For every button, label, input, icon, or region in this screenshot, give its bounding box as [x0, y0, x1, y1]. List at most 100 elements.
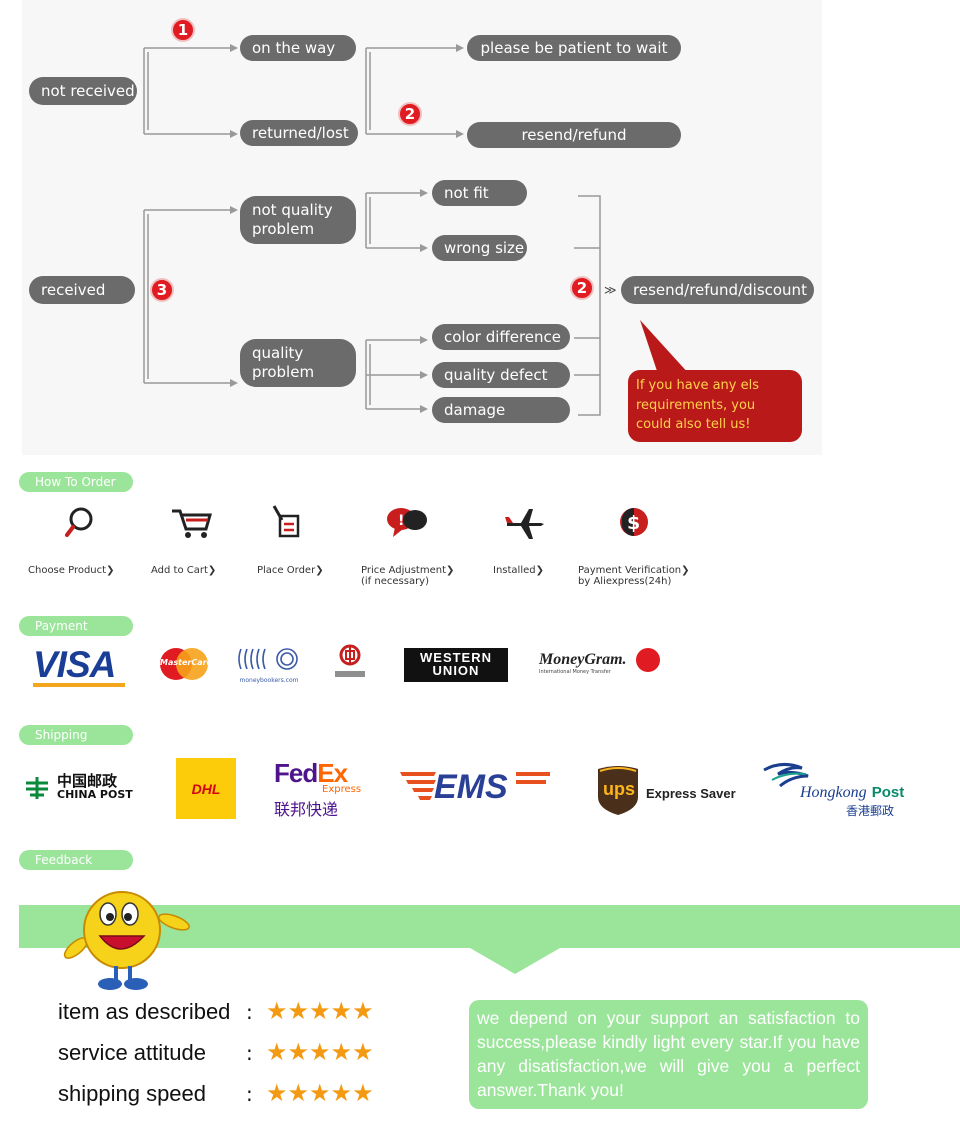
rating-colon: : [246, 1082, 253, 1106]
ems-logo: EMS [400, 768, 550, 806]
step-badge-3: 3 [150, 278, 174, 302]
visa-logo-stripe [33, 683, 125, 687]
wrong-size-node: wrong size [432, 235, 527, 261]
step-label-text: Payment Verification [578, 565, 682, 576]
chevron-right-icon: ❯ [681, 565, 690, 576]
hongkong-post-post: Post [871, 784, 905, 801]
fedex-ex-text: Ex [317, 758, 348, 788]
dhl-logo: DHL [176, 758, 236, 819]
step-label-text: Price Adjustment [361, 565, 446, 576]
resend-refund-node: resend/refund [467, 122, 681, 148]
not-received-node: not received [29, 77, 137, 105]
step-label-text: Choose Product [28, 565, 107, 576]
hongkong-post-name: Hongkong [800, 784, 867, 801]
fedex-logo: FedEx Express 联邦快递 [274, 758, 364, 819]
cart-icon [172, 509, 212, 538]
moneybookers-logo-text: moneybookers.com [239, 677, 299, 684]
received-node: received [29, 276, 135, 304]
ups-logo-text: ups [602, 779, 635, 799]
ems-logo-text: EMS [434, 768, 508, 806]
hongkong-post-cn: 香港郵政 [846, 804, 895, 818]
western-union-line-2: UNION [432, 663, 480, 678]
mastercard-logo-text: MasterCard [160, 658, 213, 667]
dollar-globe-icon: $ [620, 507, 648, 537]
fedex-fed-text: Fed [274, 758, 318, 788]
rating-stars-service-attitude[interactable]: ★★★★★ [266, 1038, 374, 1066]
step-badge-2-top: 2 [398, 102, 422, 126]
moneygram-logo-subtext: International Money Transfer [539, 669, 611, 675]
ups-express-saver-text: Express Saver [646, 786, 736, 801]
step-place-order: Place Order❯ [257, 565, 324, 576]
svg-text:$: $ [627, 512, 640, 534]
step-payment-verification: Payment Verification❯ by Aliexpress(24h) [578, 565, 690, 587]
how-to-order-header: How To Order [19, 472, 133, 492]
fedex-express-text: Express [322, 784, 362, 795]
moneygram-logo: MoneyGram. International Money Transfer [539, 648, 663, 685]
step-choose-product: Choose Product❯ [28, 565, 114, 576]
not-fit-node: not fit [432, 180, 527, 206]
smiley-mascot-icon [63, 891, 190, 990]
quality-problem-node: quality problem [240, 339, 356, 387]
ups-logo: ups Express Saver [596, 765, 741, 817]
airplane-icon [505, 509, 544, 539]
moneygram-logo-text: MoneyGram. [539, 651, 627, 668]
rating-colon: : [246, 1041, 253, 1065]
dhl-logo-text: DHL [191, 781, 221, 797]
color-difference-node: color difference [432, 324, 570, 350]
step-badge-2-right: 2 [570, 276, 594, 300]
rating-stars-item-described[interactable]: ★★★★★ [266, 997, 374, 1025]
extra-requirements-bubble: If you have any els requirements, you co… [628, 370, 802, 442]
flow-connector-lines [143, 44, 690, 416]
step-price-adjustment: Price Adjustment❯ (if necessary) [361, 565, 454, 587]
mastercard-logo: MasterCard [160, 648, 213, 680]
fedex-cn-text: 联邦快递 [274, 800, 339, 819]
double-chevron-icon: ≫ [604, 283, 617, 297]
china-post-logo: 中国邮政 CHINA POST [24, 773, 136, 803]
please-wait-node: please be patient to wait [467, 35, 681, 61]
hongkong-post-wing-icon [763, 763, 809, 788]
visa-logo: VISA [33, 644, 116, 685]
bank-of-china-logo [335, 644, 365, 677]
step-label-text: Add to Cart [151, 565, 208, 576]
quality-defect-node: quality defect [432, 362, 570, 388]
order-icon [272, 505, 300, 538]
returned-lost-node: returned/lost [240, 120, 358, 146]
ups-shield-icon [598, 766, 638, 815]
chevron-right-icon: ❯ [315, 565, 324, 576]
magnifier-icon [65, 507, 93, 537]
payment-header: Payment [19, 616, 133, 636]
svg-text:!: ! [398, 513, 404, 529]
moneybookers-waves-icon [238, 648, 298, 670]
moneybookers-logo: moneybookers.com [237, 645, 301, 685]
chat-icon: ! [387, 508, 427, 537]
step-badge-1: 1 [171, 18, 195, 42]
on-the-way-node: on the way [240, 35, 356, 61]
china-post-cn: 中国邮政 [57, 772, 118, 790]
feedback-banner-pointer [470, 948, 560, 974]
damage-node: damage [432, 397, 570, 423]
not-quality-problem-node: not quality problem [240, 196, 356, 244]
shipping-header: Shipping [19, 725, 133, 745]
rating-colon: : [246, 1000, 253, 1024]
chevron-right-icon: ❯ [446, 565, 455, 576]
rating-stars-shipping-speed[interactable]: ★★★★★ [266, 1079, 374, 1107]
western-union-line-1: WESTERN [420, 650, 492, 665]
chevron-right-icon: ❯ [106, 565, 115, 576]
step-label-text: Installed [493, 565, 536, 576]
moneygram-globe-icon [636, 648, 660, 672]
rating-label-item-described: item as described [58, 999, 231, 1024]
chevron-right-icon: ❯ [207, 565, 217, 576]
step-add-to-cart: Add to Cart❯ [151, 565, 216, 576]
western-union-logo: WESTERN UNION [404, 648, 508, 682]
rating-label-service-attitude: service attitude [58, 1040, 206, 1065]
china-post-emblem-icon [26, 777, 48, 799]
step-sub-text: (if necessary) [361, 576, 429, 587]
feedback-header: Feedback [19, 850, 133, 870]
resend-refund-discount-node: resend/refund/discount [621, 276, 814, 304]
china-post-en: CHINA POST [57, 788, 133, 801]
hongkong-post-logo: Hongkong Post 香港郵政 [762, 760, 905, 820]
ems-speed-stripes-icon [400, 772, 550, 800]
step-installed: Installed❯ [493, 565, 544, 576]
rating-label-shipping-speed: shipping speed [58, 1081, 207, 1106]
chevron-right-icon: ❯ [535, 565, 544, 576]
